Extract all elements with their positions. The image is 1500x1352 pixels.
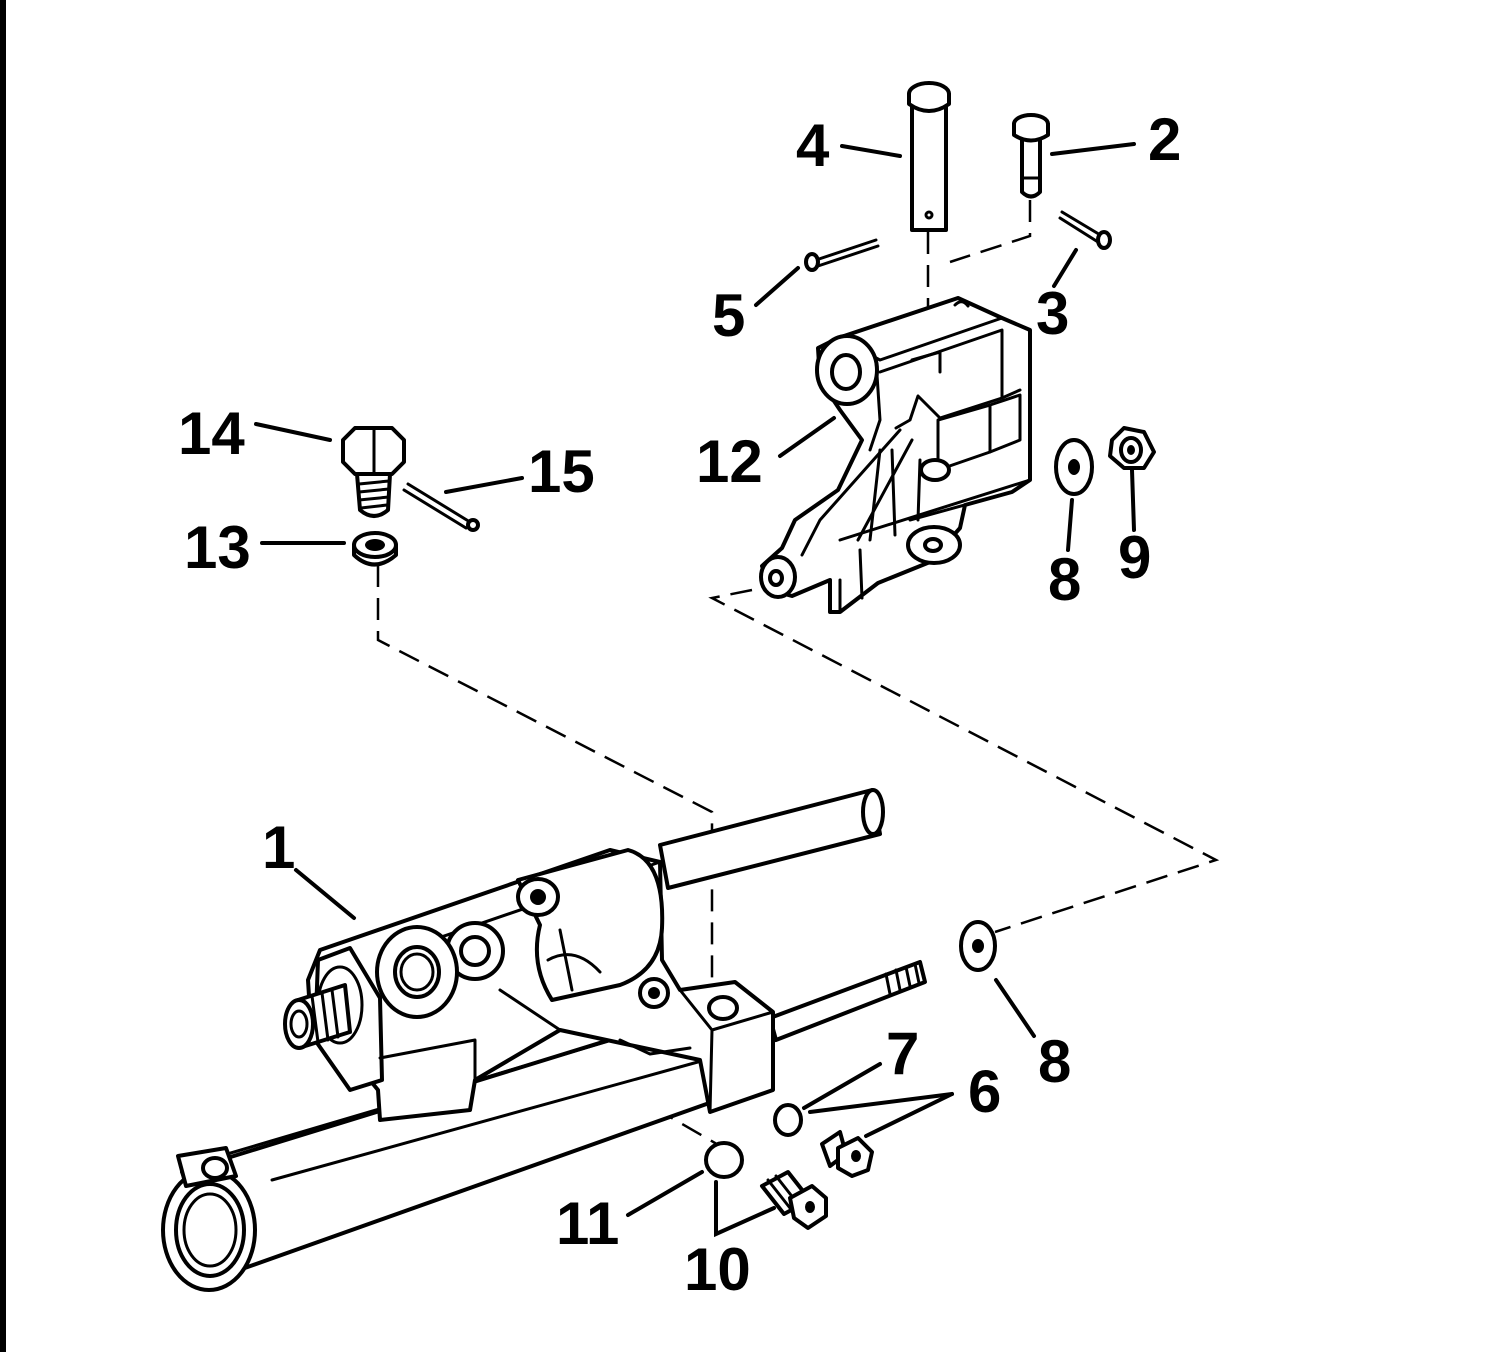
part-6-fitting	[820, 1130, 874, 1178]
part-1-steering-cylinder	[161, 788, 927, 1292]
part-10-fitting	[760, 1170, 828, 1230]
callout-8-lower: 8	[1038, 1028, 1071, 1095]
callout-2: 2	[1148, 106, 1181, 173]
part-11-o-ring	[704, 1141, 744, 1179]
part-12-bracket	[759, 296, 1032, 614]
callout-7: 7	[886, 1020, 919, 1087]
part-4-clevis-pin	[907, 81, 951, 232]
part-7-o-ring	[773, 1103, 803, 1137]
callout-6: 6	[968, 1058, 1001, 1125]
part-14-bolt	[341, 426, 406, 518]
callout-12: 12	[696, 428, 763, 495]
part-8-washer-upper	[1054, 438, 1094, 496]
part-13-washer	[352, 531, 398, 567]
callout-14: 14	[178, 400, 245, 467]
callout-labels: 1 2 3 4 5 6 7 8 8 9 10 11 12 13 14 15	[178, 106, 1181, 1303]
callout-13: 13	[184, 514, 251, 581]
callout-5: 5	[712, 282, 745, 349]
leader-lines	[254, 142, 1136, 1238]
callout-9: 9	[1118, 524, 1151, 591]
part-5-cotter-pin	[804, 238, 880, 272]
callout-3: 3	[1036, 280, 1069, 347]
part-8-washer-lower	[959, 920, 997, 972]
part-2-pin	[1012, 113, 1050, 199]
callout-4: 4	[796, 112, 830, 179]
callout-8-upper: 8	[1048, 546, 1081, 613]
part-3-cotter-pin	[1058, 210, 1112, 250]
part-15-cotter-pin	[402, 482, 480, 532]
part-9-nut	[1108, 426, 1156, 470]
callout-15: 15	[528, 438, 595, 505]
callout-1: 1	[262, 814, 295, 881]
callout-10: 10	[684, 1236, 751, 1303]
callout-11: 11	[556, 1190, 619, 1257]
